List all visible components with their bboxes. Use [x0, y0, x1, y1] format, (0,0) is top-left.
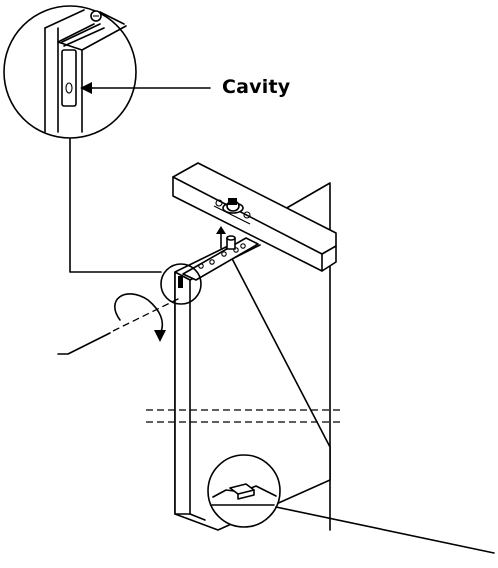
door-frame-top-beam [172, 162, 337, 272]
pivot-hinge-plate [182, 237, 259, 281]
upward-arrow [216, 226, 226, 249]
detail-leader-line [69, 137, 162, 273]
rotation-arrow [114, 293, 166, 342]
cavity-label: Cavity [222, 76, 291, 98]
top-pivot-pin [226, 235, 236, 250]
bottom-pivot-detail-circle [207, 454, 281, 528]
pivot-axis-line [57, 297, 181, 355]
door-panel [174, 244, 331, 531]
cavity-arrow [80, 82, 211, 94]
door-corner-highlight [160, 263, 202, 305]
top-pivot-receiver [213, 198, 251, 225]
bottom-detail-leader-line [275, 506, 495, 554]
magnified-detail-circle [3, 5, 137, 139]
